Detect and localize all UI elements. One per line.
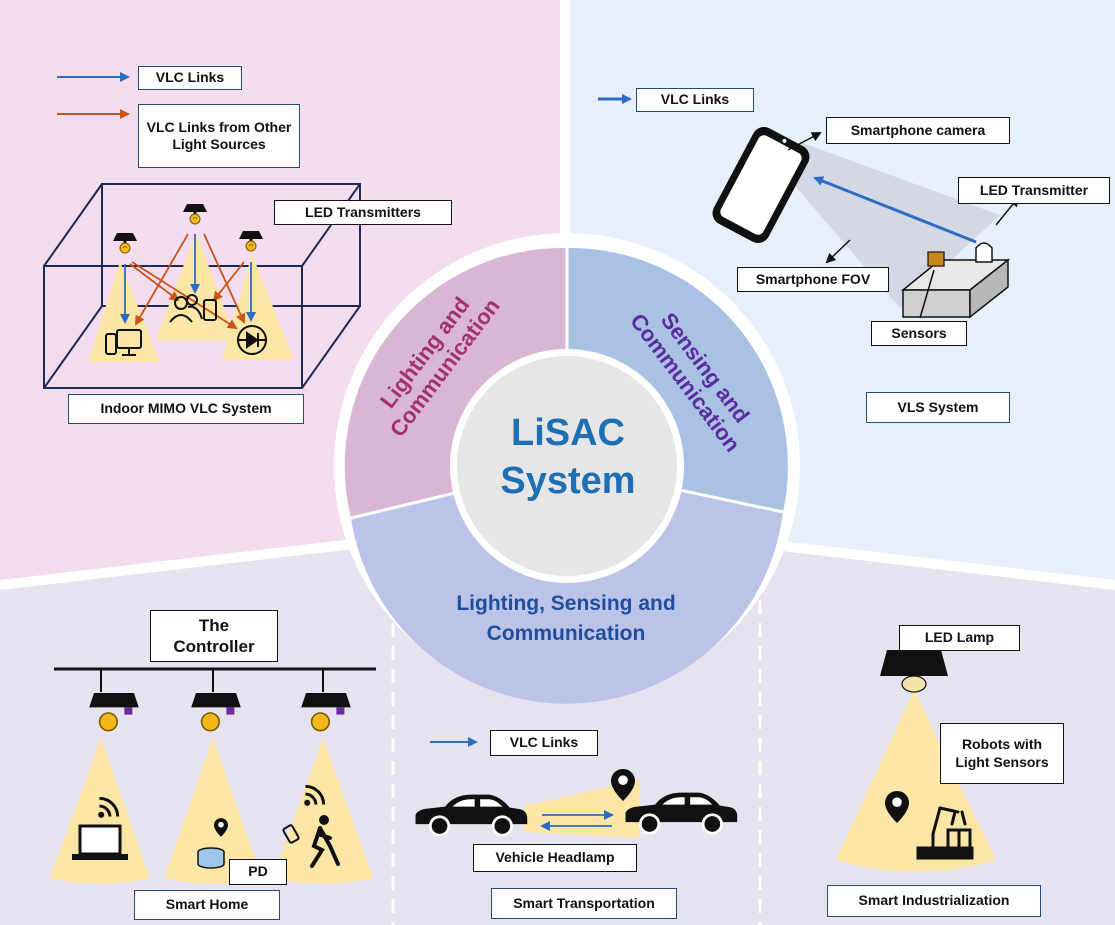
vls-panel-graphics — [598, 94, 1020, 319]
callout-line — [919, 269, 935, 319]
controller-box: The Controller — [150, 610, 278, 662]
walking-person-icon — [282, 815, 340, 868]
legend-vlc-links-label: VLC Links — [138, 66, 242, 90]
robot-arm-icon — [916, 806, 974, 860]
other-link-arrow — [212, 261, 245, 302]
sensors-label: Sensors — [871, 321, 967, 346]
controller-label-line1: The — [198, 615, 230, 635]
smartphone-fov — [790, 142, 1000, 308]
ring-segment-lighting-sensing-communication — [351, 466, 783, 704]
other-link-arrow — [129, 263, 180, 302]
smartphone-fov-label: Smartphone FOV — [737, 267, 889, 292]
light-cone — [164, 738, 262, 884]
light-cone — [273, 738, 373, 884]
callout-arrow — [787, 132, 822, 151]
legend-vlc-links-label: VLC Links — [490, 730, 598, 756]
smart-industrialization-title: Smart Industrialization — [827, 885, 1041, 917]
center-title: LiSAC System — [463, 410, 673, 505]
sensor-box — [900, 242, 1011, 319]
led-lamp-label: LED Lamp — [899, 625, 1020, 651]
pd-label: PD — [229, 859, 287, 885]
transport-panel-graphics — [414, 737, 739, 838]
led-transmitters-label: LED Transmitters — [274, 200, 452, 225]
ring-label-lighting-sensing-communication: Lighting, Sensing and Communication — [430, 592, 702, 646]
photodetector-icon — [197, 847, 225, 869]
other-link-arrow — [131, 261, 238, 330]
photodiode-icon — [237, 325, 267, 355]
other-link-arrow — [134, 233, 189, 326]
users-icon — [169, 294, 217, 323]
callout-arrow — [825, 239, 851, 264]
smart-home-title: Smart Home — [134, 890, 280, 920]
lamp-bulb — [901, 675, 927, 693]
led-lamp-icon — [880, 650, 948, 676]
vehicle-headlamp-label: Vehicle Headlamp — [473, 844, 637, 872]
center-title-line1: LiSAC — [511, 412, 625, 454]
robots-label-line2: Light Sensors — [955, 753, 1049, 770]
lisac-ring — [334, 233, 800, 704]
center-title-line2: System — [500, 459, 636, 502]
mimo-panel-graphics — [43, 72, 361, 389]
ring-label-line: Communication — [486, 622, 646, 646]
led-transmitter-label: LED Transmitter — [958, 177, 1110, 204]
smartphone-icon — [712, 126, 810, 244]
center-disc — [457, 356, 677, 576]
smart-transportation-title: Smart Transportation — [491, 888, 677, 919]
mimo-panel-title: Indoor MIMO VLC System — [68, 394, 304, 424]
light-cone — [50, 738, 150, 884]
industry-panel-graphics — [836, 650, 996, 872]
legend-vlc-links-label: VLC Links — [636, 88, 754, 112]
controller-label-line2: Controller — [173, 637, 255, 656]
vls-panel-title: VLS System — [866, 392, 1010, 423]
smartphone-camera-label: Smartphone camera — [826, 117, 1010, 144]
robots-label: Robots with Light Sensors — [940, 723, 1064, 784]
headlamp-beam — [524, 780, 640, 838]
room-wireframe — [43, 183, 361, 389]
devices-icon — [105, 329, 142, 356]
home-panel-graphics — [50, 667, 376, 884]
lsc-panel-bg — [0, 520, 1115, 925]
other-link-arrow — [203, 233, 246, 324]
ring-label-line: Lighting, Sensing and — [456, 592, 676, 615]
robots-label-line1: Robots with — [961, 736, 1043, 752]
vlc-link-arrow — [813, 176, 977, 244]
light-cone — [836, 690, 996, 872]
legend-other-sources-label: VLC Links from Other Light Sources — [138, 104, 300, 168]
laptop-icon — [72, 824, 128, 860]
